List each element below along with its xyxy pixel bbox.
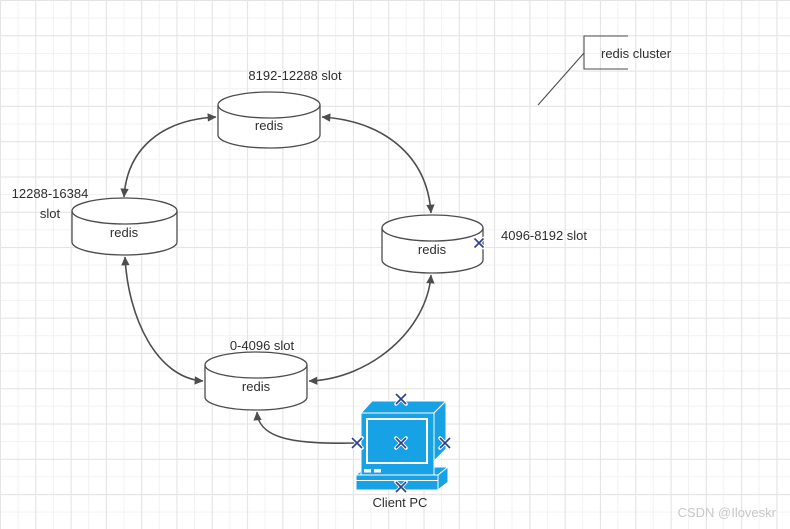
connection-point-icons	[350, 236, 486, 494]
connection-point-icon[interactable]	[351, 437, 363, 449]
connection-point-icon[interactable]	[473, 237, 485, 249]
connector-right-bottom[interactable]	[308, 274, 435, 385]
redis-cylinder-top[interactable]	[217, 91, 321, 149]
client-pc-label: Client PC	[372, 495, 428, 510]
connector-top-right[interactable]	[321, 113, 435, 214]
slot-label-top: 8192-12288 slot	[248, 68, 342, 83]
connection-point-icon[interactable]	[395, 437, 407, 449]
redis-cluster-callout-shape[interactable]	[537, 35, 628, 106]
redis-node-label-bottom: redis	[241, 379, 271, 394]
redis-cluster-callout-label: redis cluster	[601, 46, 672, 61]
connection-point-icon[interactable]	[395, 393, 407, 405]
connection-point-icon[interactable]	[395, 481, 407, 493]
slot-label-left: 12288-16384 slot	[11, 186, 89, 221]
connector-left-top[interactable]	[120, 113, 217, 198]
connector-client-bottom[interactable]	[253, 411, 358, 444]
connector-left-bottom[interactable]	[121, 256, 204, 385]
redis-cylinder-left[interactable]	[71, 197, 178, 256]
redis-node-label-left: redis	[109, 225, 139, 240]
redis-node-label-right: redis	[417, 242, 447, 257]
slot-label-bottom: 0-4096 slot	[229, 338, 295, 353]
slot-label-right: 4096-8192 slot	[501, 228, 588, 243]
callout-leader-line	[537, 52, 585, 106]
csdn-watermark: CSDN @Iloveskr	[677, 505, 776, 520]
redis-cylinder-right[interactable]	[381, 214, 484, 274]
connection-point-icon[interactable]	[439, 437, 451, 449]
redis-cylinder-bottom[interactable]	[204, 351, 308, 411]
redis-node-label-top: redis	[254, 118, 284, 133]
